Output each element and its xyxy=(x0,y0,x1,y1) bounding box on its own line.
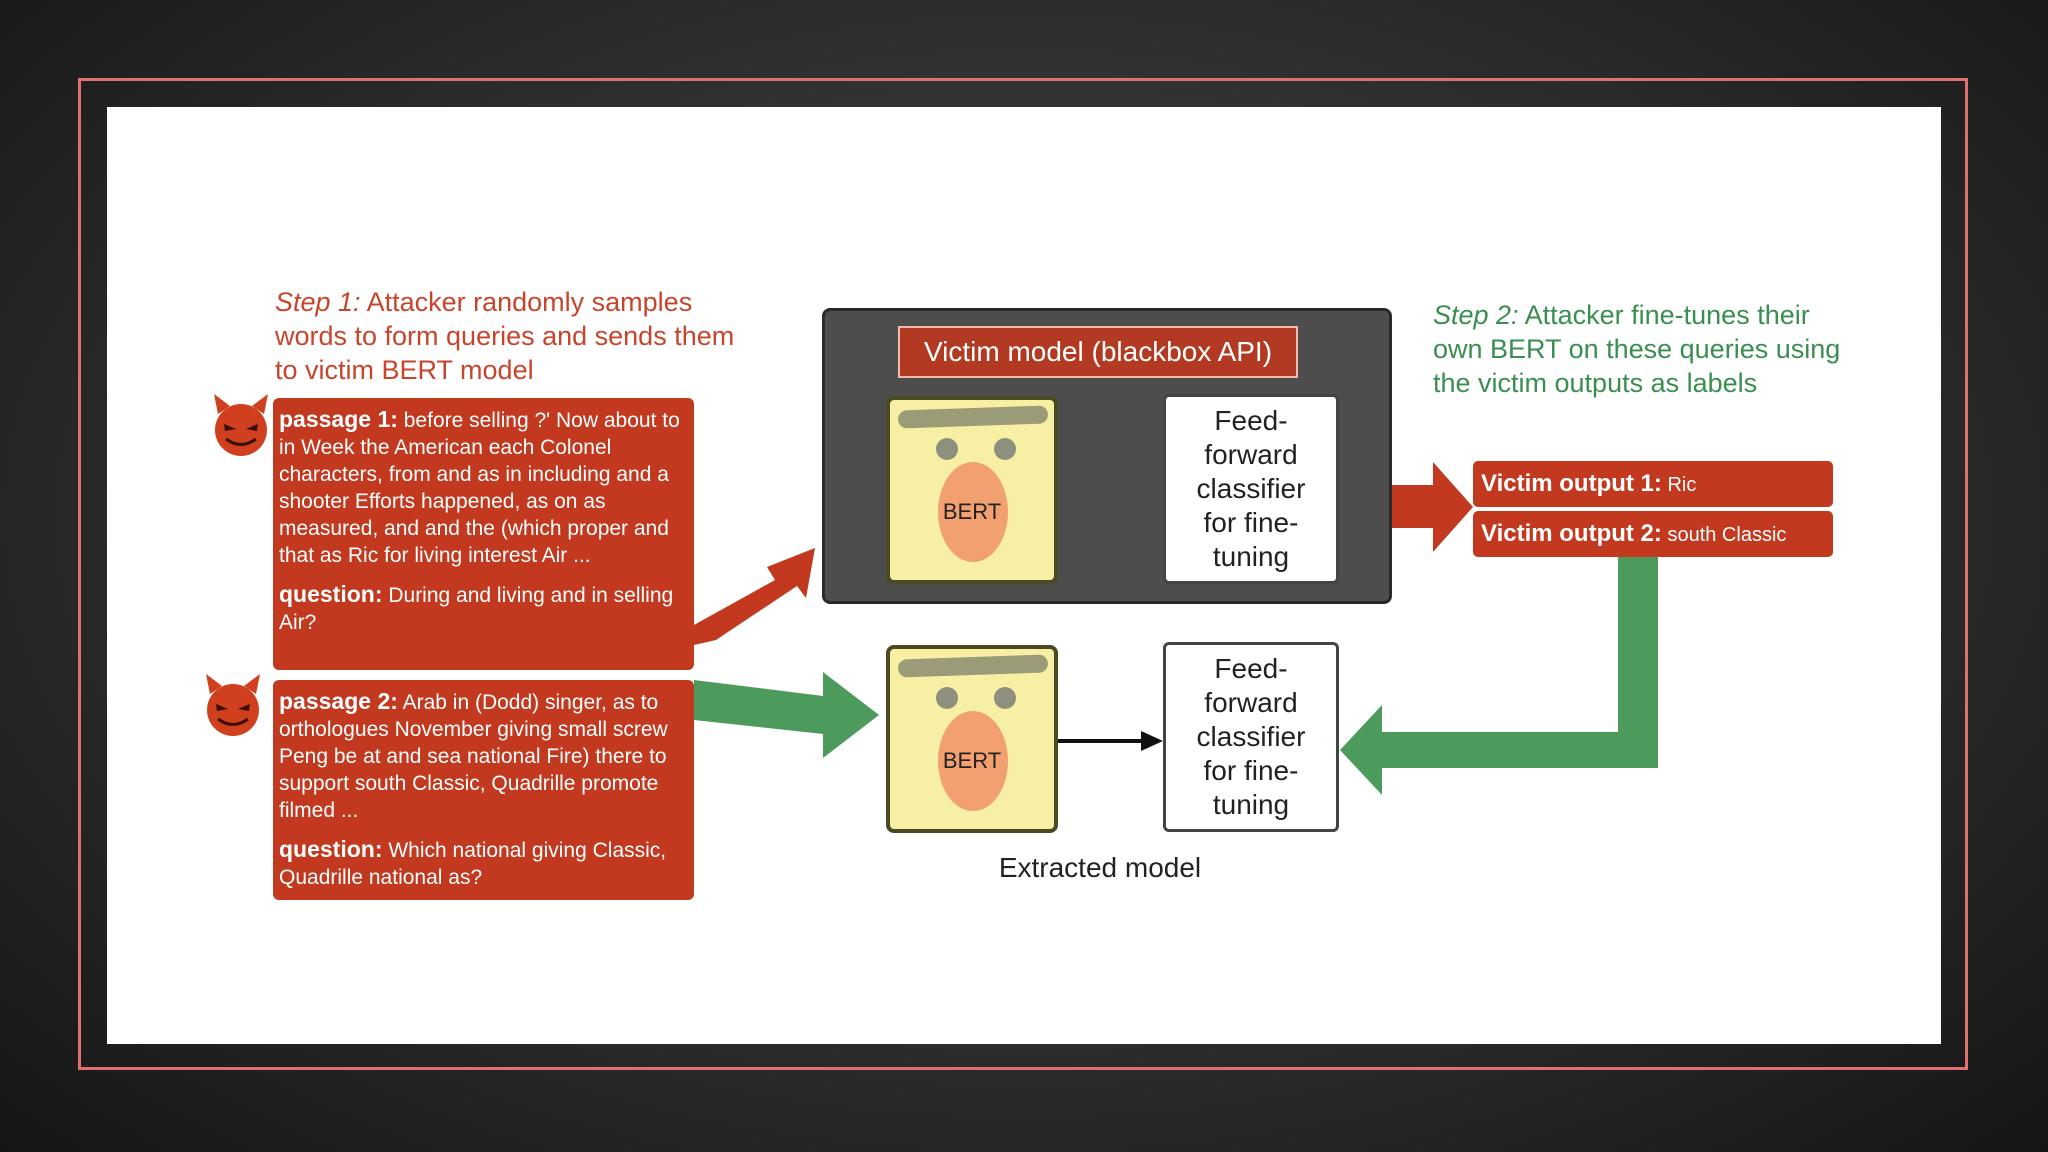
step2-caption: Step 2: Attacker fine-tunes their own BE… xyxy=(1433,298,1843,400)
question2-text: Which national giving Classic, Quadrille… xyxy=(279,839,667,889)
victim-bert-label: BERT xyxy=(942,499,1002,524)
output2-value: south Classic xyxy=(1667,524,1787,546)
output2-label: Victim output 2: xyxy=(1481,520,1662,547)
slide-frame xyxy=(78,78,1968,1070)
arrow-bert-to-classifier-extracted xyxy=(1058,731,1163,751)
arrow-victim-to-outputs xyxy=(1392,462,1473,552)
output1-value: Ric xyxy=(1667,474,1697,496)
victim-classifier-box: Feed- forward classifier for fine- tunin… xyxy=(1163,394,1339,584)
victim-output-1: Victim output 1: Ric xyxy=(1473,461,1833,507)
arrow-query-to-extracted xyxy=(694,672,879,758)
extracted-bert-label: BERT xyxy=(942,748,1002,773)
extracted-classifier-box: Feed- forward classifier for fine- tunin… xyxy=(1163,642,1339,832)
extracted-model-title: Extracted model xyxy=(998,852,1202,883)
victim-model-title: Victim model (blackbox API) xyxy=(898,326,1298,378)
passage1-text: before selling ?' Now about to in Week t… xyxy=(279,409,680,567)
question2-label: question: xyxy=(279,836,383,862)
bert-face-icon: BERT xyxy=(886,645,1058,833)
question1-label: question: xyxy=(279,581,383,607)
step1-caption: Step 1: Attacker randomly samples words … xyxy=(275,285,755,387)
arrow-query-to-victim xyxy=(694,548,815,645)
arrow-outputs-to-extracted xyxy=(1340,557,1658,795)
query-passage-1: passage 1: before selling ?' Now about t… xyxy=(273,398,694,670)
step2-text: Attacker fine-tunes their own BERT on th… xyxy=(1433,300,1841,398)
step2-label: Step 2: xyxy=(1433,300,1519,330)
passage2-label: passage 2: xyxy=(279,688,398,714)
bert-face-icon: BERT xyxy=(886,396,1058,584)
passage1-label: passage 1: xyxy=(279,406,398,432)
victim-output-2: Victim output 2: south Classic xyxy=(1473,511,1833,557)
output1-label: Victim output 1: xyxy=(1481,470,1662,497)
question1-text: During and living and in selling Air? xyxy=(279,584,674,634)
passage2-text: Arab in (Dodd) singer, as to orthologues… xyxy=(279,691,668,822)
devil-icon xyxy=(214,394,268,456)
step1-text: Attacker randomly samples words to form … xyxy=(275,287,735,385)
devil-icon xyxy=(206,674,260,736)
query-passage-2: passage 2: Arab in (Dodd) singer, as to … xyxy=(273,680,694,900)
step1-label: Step 1: xyxy=(275,287,361,317)
